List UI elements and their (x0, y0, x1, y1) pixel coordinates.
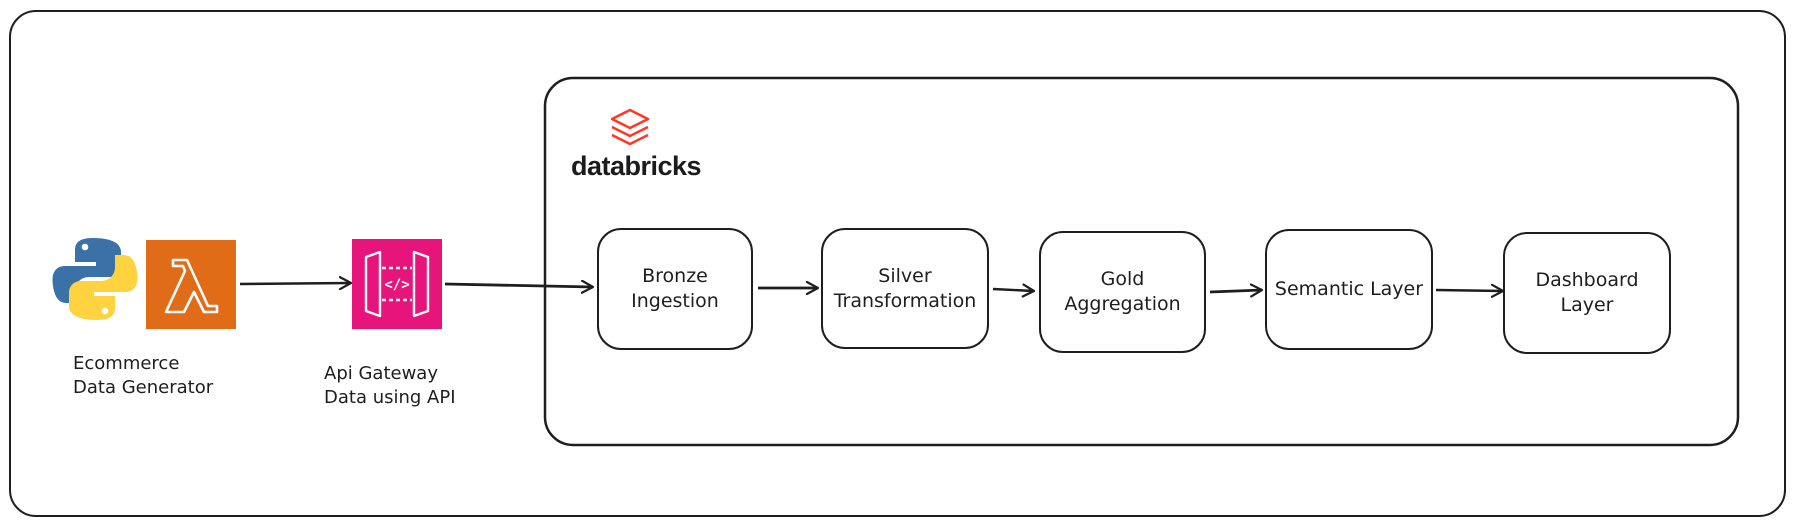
gold-aggregation-node[interactable]: Gold Aggregation (1039, 231, 1206, 353)
ecommerce-data-generator-label: Ecommerce Data Generator (73, 353, 214, 398)
dashboard-layer-node[interactable]: Dashboard Layer (1503, 232, 1671, 354)
arrow-semantic-to-dashboard (1435, 290, 1503, 291)
arrow-silver-to-gold (992, 289, 1034, 291)
outer-frame (9, 10, 1786, 517)
arrow-gateway-to-bronze (444, 284, 593, 287)
databricks-logo-icon (610, 108, 650, 146)
python-icon (52, 238, 138, 320)
databricks-wordmark: databricks (571, 151, 702, 181)
silver-transformation-node[interactable]: Silver Transformation (821, 228, 989, 349)
semantic-layer-node[interactable]: Semantic Layer (1265, 229, 1433, 350)
aws-lambda-icon (146, 240, 236, 329)
arrow-sources-to-gateway (239, 283, 351, 284)
databricks-frame (543, 76, 1740, 447)
svg-text:</>: </> (384, 277, 409, 293)
arrow-gold-to-semantic (1209, 290, 1262, 292)
api-gateway-icon: </> (352, 239, 442, 329)
bronze-ingestion-node[interactable]: Bronze Ingestion (597, 228, 753, 350)
api-gateway-label: Api Gateway Data using API (324, 363, 456, 408)
